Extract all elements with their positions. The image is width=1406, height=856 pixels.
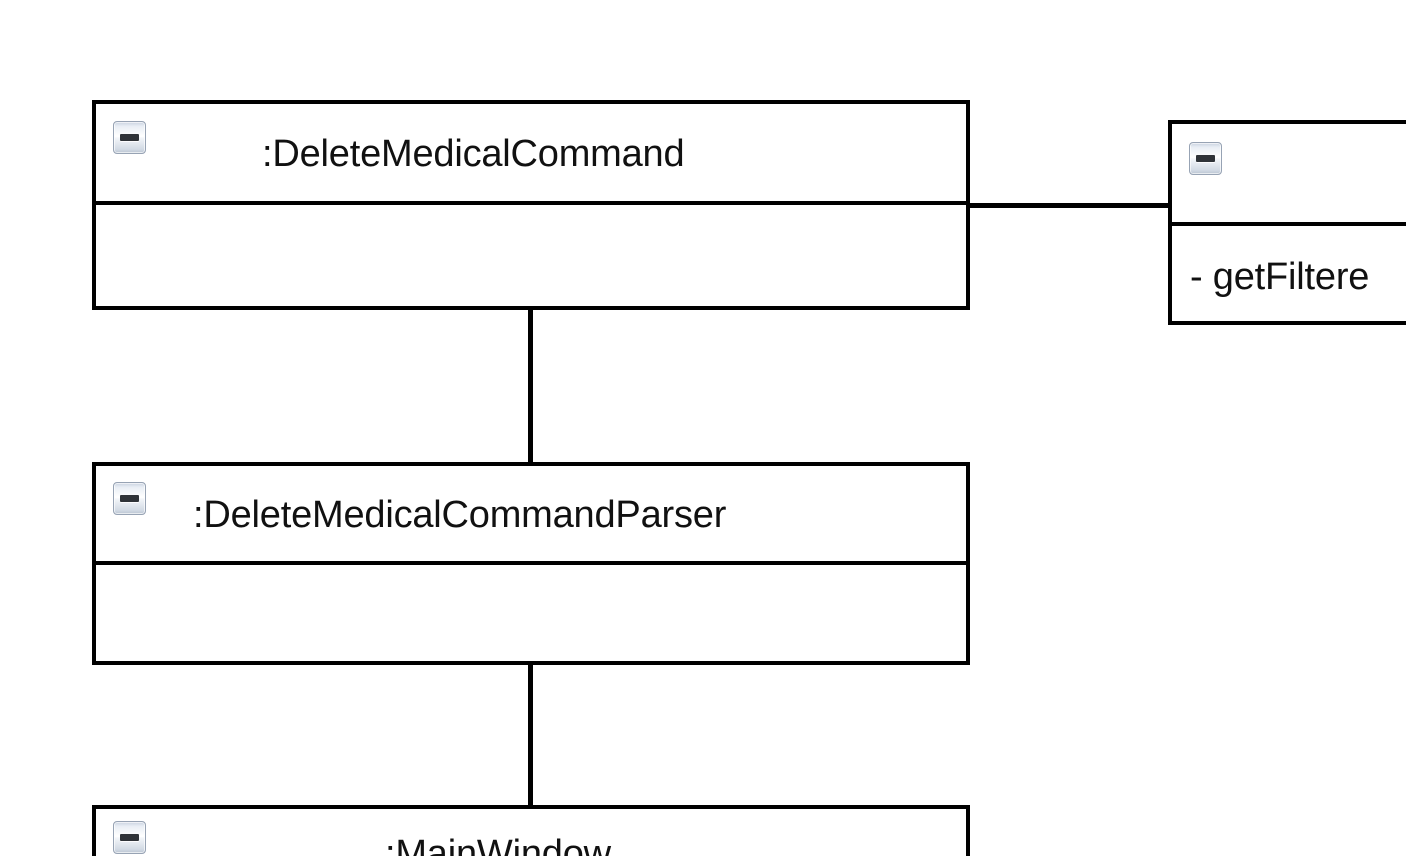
uml-node-members-compartment xyxy=(96,205,966,306)
minus-bar xyxy=(120,495,139,502)
collapse-minus-icon[interactable] xyxy=(113,482,146,515)
uml-member-line: - getFiltere xyxy=(1190,256,1370,298)
uml-node-main-window[interactable]: :MainWindow xyxy=(92,805,970,856)
collapse-minus-icon[interactable] xyxy=(113,121,146,154)
uml-node-delete-medical-command[interactable]: :DeleteMedicalCommand xyxy=(92,100,970,310)
collapse-minus-icon[interactable] xyxy=(1189,142,1222,175)
minus-bar xyxy=(120,134,139,141)
minus-bar xyxy=(1196,155,1215,162)
uml-node-header: :MainWindow xyxy=(96,809,966,856)
uml-node-delete-medical-command-parser[interactable]: :DeleteMedicalCommandParser xyxy=(92,462,970,665)
uml-node-title: :MainWindow xyxy=(385,833,611,856)
uml-node-header: :DeleteMedicalCommand xyxy=(96,104,966,205)
uml-node-title: :DeleteMedicalCommand xyxy=(262,133,685,175)
connector-parser-to-mainwindow xyxy=(528,661,533,809)
uml-node-members-compartment: - getFiltere xyxy=(1172,226,1406,325)
connector-command-to-model xyxy=(966,203,1172,208)
collapse-minus-icon[interactable] xyxy=(113,821,146,854)
uml-node-header: :DeleteMedicalCommandParser xyxy=(96,466,966,565)
uml-node-header xyxy=(1172,124,1406,226)
uml-node-title: :DeleteMedicalCommandParser xyxy=(193,494,727,536)
uml-node-model-partial[interactable]: - getFiltere xyxy=(1168,120,1406,325)
minus-bar xyxy=(120,834,139,841)
uml-node-members-compartment xyxy=(96,565,966,661)
connector-command-to-parser xyxy=(528,306,533,466)
